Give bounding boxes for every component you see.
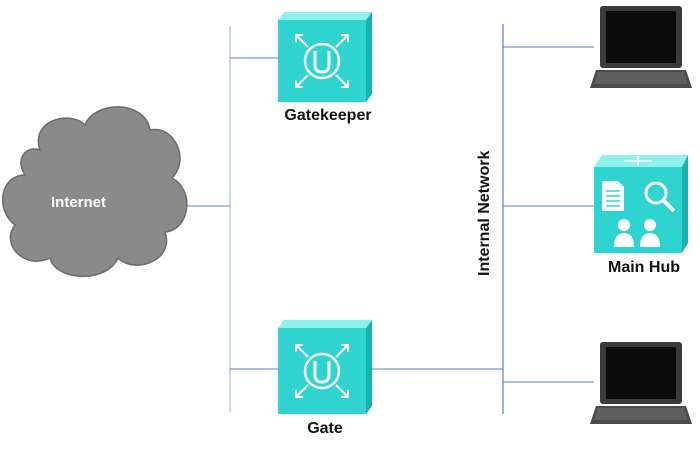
uplink-router-icon-gatekeeper bbox=[278, 12, 372, 102]
internal-network-label: Internal Network bbox=[476, 150, 493, 276]
main-hub-label: Main Hub bbox=[608, 259, 680, 276]
internet-label: Internet bbox=[51, 194, 107, 211]
file-search-server-icon bbox=[594, 155, 688, 253]
gatekeeper-label: Gatekeeper bbox=[284, 107, 372, 124]
cloud-icon bbox=[1, 106, 188, 278]
laptop-icon-top bbox=[590, 6, 692, 88]
laptop-icon-bottom bbox=[590, 342, 692, 424]
uplink-router-icon-gate bbox=[278, 320, 372, 414]
gate-label: Gate bbox=[307, 420, 343, 437]
